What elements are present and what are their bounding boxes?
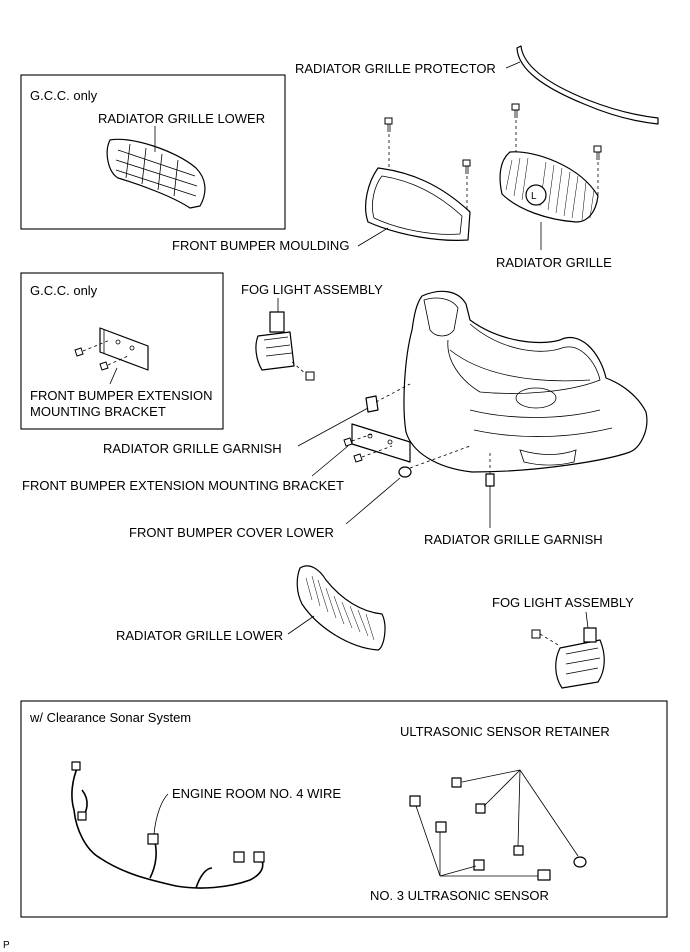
radiator-grille-lower	[296, 565, 386, 651]
radiator-grille-lower-gcc	[106, 138, 206, 209]
label-radiator-grille-lower-top: RADIATOR GRILLE LOWER	[98, 111, 265, 126]
clearance-sonar-box	[20, 700, 668, 918]
leader-bumper-moulding	[357, 227, 389, 247]
front-bumper-moulding	[365, 167, 471, 241]
gcc-only-box-bracket	[20, 272, 224, 430]
bolt-bracket-2	[353, 445, 393, 463]
leader-bracket	[311, 445, 349, 477]
leader-grille-protector	[505, 61, 521, 69]
gcc-only-box-top	[20, 74, 286, 230]
label-gcc-only-top: G.C.C. only	[30, 88, 98, 103]
bumper-extension-bracket-gcc	[99, 327, 149, 371]
leader-wire	[153, 793, 169, 835]
leader-grille-garnish-left	[297, 407, 369, 447]
label-radiator-grille-lower-bottom: RADIATOR GRILLE LOWER	[116, 628, 283, 643]
label-corner-code: P	[3, 940, 10, 951]
leader-sensor-retainer	[461, 769, 579, 857]
ultrasonic-sensor-retainers	[451, 777, 587, 868]
radiator-grille-garnish-left-part	[365, 383, 411, 413]
label-front-bumper-moulding: FRONT BUMPER MOULDING	[172, 238, 349, 253]
label-clearance-sonar: w/ Clearance Sonar System	[29, 710, 191, 725]
bolt-bracket-gcc-2	[99, 355, 129, 371]
leader-bumper-cover-lower	[345, 477, 401, 525]
bolt-bracket-1	[343, 433, 373, 447]
leader-grille-lower-bottom	[287, 615, 315, 635]
leader-no3-sensor	[415, 805, 538, 877]
label-bracket-gcc-line2: MOUNTING BRACKET	[30, 404, 166, 419]
radiator-grille-garnish-right-part	[485, 450, 495, 487]
bolt-bracket-gcc-1	[74, 339, 111, 357]
label-bracket-gcc-line1: FRONT BUMPER EXTENSION	[30, 388, 213, 403]
label-fog-light-left: FOG LIGHT ASSEMBLY	[241, 282, 383, 297]
label-front-bumper-cover-lower: FRONT BUMPER COVER LOWER	[129, 525, 334, 540]
radiator-grille: L	[499, 151, 599, 223]
label-engine-room-wire: ENGINE ROOM NO. 4 WIRE	[172, 786, 341, 801]
label-fog-light-right: FOG LIGHT ASSEMBLY	[492, 595, 634, 610]
label-radiator-grille-protector: RADIATOR GRILLE PROTECTOR	[295, 61, 496, 76]
leader-bracket-gcc	[109, 367, 118, 385]
label-radiator-grille-garnish-right: RADIATOR GRILLE GARNISH	[424, 532, 603, 547]
fog-light-assembly-left	[255, 311, 295, 371]
front-bumper-extension-bracket	[351, 423, 411, 463]
label-gcc-only-bracket: G.C.C. only	[30, 283, 98, 298]
bolt-fog-right	[531, 629, 561, 647]
bolt-moulding-right	[462, 159, 471, 212]
grille-emblem: L	[531, 191, 537, 202]
engine-room-no4-wire	[71, 761, 265, 889]
label-radiator-grille-garnish-left: RADIATOR GRILLE GARNISH	[103, 441, 282, 456]
bolt-moulding-left	[384, 117, 393, 168]
label-front-bumper-extension-mounting-bracket: FRONT BUMPER EXTENSION MOUNTING BRACKET	[22, 478, 344, 493]
bolt-fog-left	[291, 361, 315, 381]
label-radiator-grille: RADIATOR GRILLE	[496, 255, 612, 270]
front-bumper-cover	[403, 290, 648, 473]
label-no3-ultrasonic-sensor: NO. 3 ULTRASONIC SENSOR	[370, 888, 549, 903]
radiator-grille-protector	[516, 45, 659, 125]
leader-fog-right	[585, 611, 589, 629]
bolt-grille-left	[511, 103, 520, 152]
front-bumper-cover-lower-part	[398, 445, 471, 478]
no3-ultrasonic-sensors	[409, 795, 551, 881]
fog-light-assembly-right	[555, 627, 605, 689]
label-ultrasonic-sensor-retainer: ULTRASONIC SENSOR RETAINER	[400, 724, 610, 739]
bolt-grille-right	[593, 145, 602, 196]
